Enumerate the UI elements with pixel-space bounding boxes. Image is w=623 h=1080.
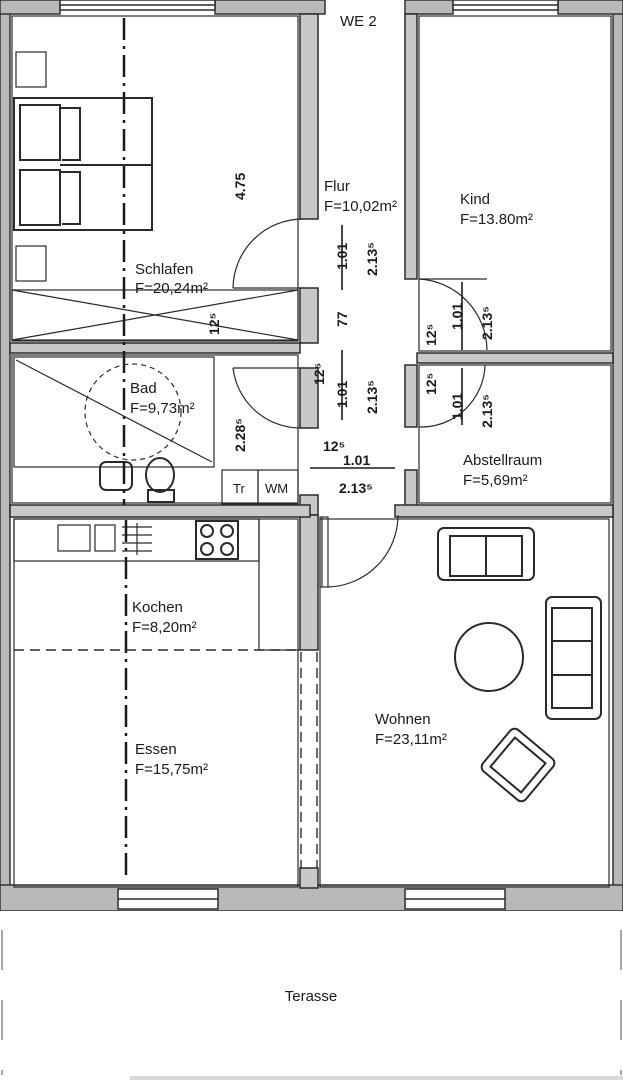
room-name: Bad <box>130 380 157 397</box>
room-name: Schlafen <box>135 261 193 278</box>
dim-flur-wall-2: 12⁵ <box>311 363 327 385</box>
wardrobe <box>11 289 299 341</box>
room-area: F=15,75m² <box>135 761 208 778</box>
dim-abst-wall: 12⁵ <box>423 373 439 395</box>
dim-kind-wall: 12⁵ <box>423 324 439 346</box>
sofa-large <box>545 596 602 720</box>
unit-label: WE 2 <box>340 13 377 30</box>
double-bed <box>13 97 153 231</box>
armchair <box>480 727 556 803</box>
dimension-ticks <box>310 225 463 469</box>
sofa-small <box>437 527 535 581</box>
stove-icon <box>195 520 239 560</box>
dim-kind-door-width: 1.01 <box>449 303 465 330</box>
room-wohnen: Wohnen F=23,11m² <box>375 711 447 748</box>
washer-label: WM <box>265 481 288 496</box>
dim-bad-height: 2.28⁵ <box>232 418 248 452</box>
room-essen: Essen F=15,75m² <box>135 741 208 778</box>
terrace-bottom-edge <box>130 1076 623 1080</box>
room-area: F=20,24m² <box>135 280 208 297</box>
room-abstellraum: Abstellraum F=5,69m² <box>463 452 542 489</box>
room-flur: Flur F=10,02m² <box>324 178 397 215</box>
dim-kind-door-height: 2.13⁵ <box>479 306 495 340</box>
room-name: Kochen <box>132 599 183 616</box>
room-area: F=10,02m² <box>324 198 397 215</box>
room-name: Flur <box>324 178 350 195</box>
room-kind: Kind F=13.80m² <box>460 191 533 228</box>
room-area: F=8,20m² <box>132 619 197 636</box>
room-bad: Bad F=9,73m² <box>130 380 195 417</box>
dryer-label: Tr <box>233 481 245 496</box>
room-name: Kind <box>460 191 490 208</box>
room-name: Abstellraum <box>463 452 542 469</box>
room-kochen: Kochen F=8,20m² <box>132 599 197 636</box>
room-name: Wohnen <box>375 711 431 728</box>
bathtub <box>13 356 215 468</box>
windows <box>59 0 559 910</box>
interior-walls <box>9 13 614 889</box>
sink-icon <box>99 461 133 491</box>
room-name: Essen <box>135 741 177 758</box>
dim-flur-door-height-1: 2.13⁵ <box>364 242 380 276</box>
dim-flur-door-width-1: 1.01 <box>334 243 350 270</box>
toilet-icon <box>145 457 175 503</box>
dim-abst-door-height: 2.13⁵ <box>479 394 495 428</box>
dim-abst-door-width: 1.01 <box>449 393 465 420</box>
round-table <box>454 622 524 692</box>
dim-entry-wall: 12⁵ <box>323 438 345 454</box>
room-schlafen: Schlafen F=20,24m² <box>135 261 208 297</box>
dim-flur-wall-1: 12⁵ <box>206 313 222 335</box>
nightstands <box>15 51 47 282</box>
dim-flur-door-height-2: 2.13⁵ <box>364 380 380 414</box>
room-outlines <box>11 15 612 888</box>
dim-entry-height: 2.13⁵ <box>339 480 373 496</box>
dryer-washer <box>221 469 299 505</box>
room-area: F=5,69m² <box>463 472 528 489</box>
terrace-area <box>0 911 623 1080</box>
room-area: F=13.80m² <box>460 211 533 228</box>
dim-flur-mid: 77 <box>334 311 350 327</box>
terrace-label: Terasse <box>285 988 338 1005</box>
room-area: F=9,73m² <box>130 400 195 417</box>
dim-schlafen-length: 4.75 <box>232 173 248 200</box>
dim-flur-door-width-2: 1.01 <box>334 381 350 408</box>
room-area: F=23,11m² <box>375 731 447 748</box>
door-swings <box>232 218 488 588</box>
dim-entry-width: 1.01 <box>343 452 370 468</box>
